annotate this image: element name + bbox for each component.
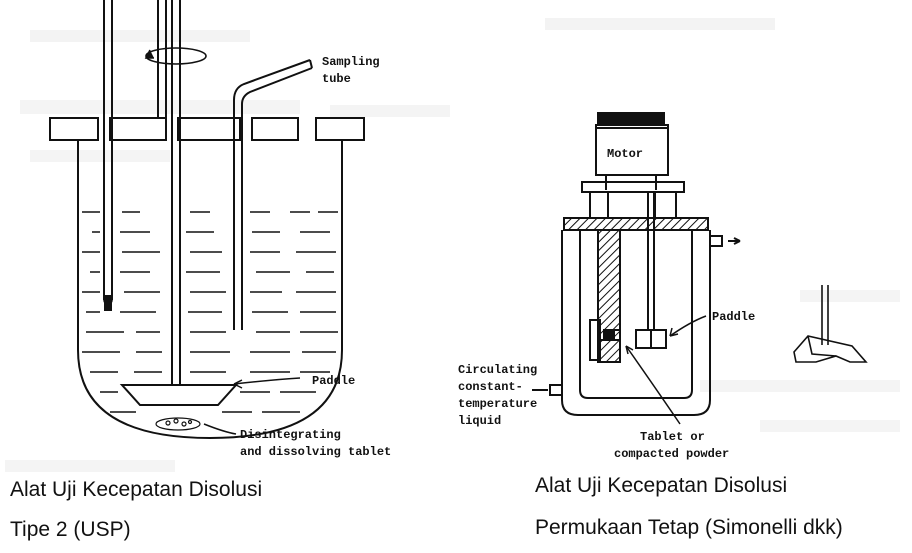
inner-vessel	[579, 230, 693, 399]
label-constant: constant-	[458, 380, 523, 394]
label-dissolving-tablet: and dissolving tablet	[240, 445, 391, 459]
leader-lines-left	[203, 377, 301, 435]
caption-left-line1: Alat Uji Kecepatan Disolusi	[10, 478, 263, 501]
leader-lines-right	[625, 315, 707, 425]
usp-apparatus-figure	[49, 0, 365, 440]
caption-left-line2: Tipe 2 (USP)	[10, 518, 131, 541]
liquid-level	[82, 211, 338, 413]
label-motor: Motor	[607, 147, 643, 161]
bleed-through-text	[5, 18, 900, 472]
label-disintegrating: Disintegrating	[240, 428, 341, 442]
label-tablet-or: Tablet or	[640, 430, 705, 444]
label-circulating: Circulating	[458, 363, 537, 377]
motor-housing	[595, 112, 669, 190]
rotation-arrow-icon	[144, 47, 207, 65]
fixed-surface-apparatus-figure	[532, 112, 868, 425]
dissolving-tablet	[155, 417, 201, 431]
svg-text:Sampling: Sampling	[322, 55, 380, 69]
left-labels: Sampling tube Paddle Disintegrating and …	[240, 55, 391, 459]
sampling-tube	[233, 59, 313, 330]
label-liquid: liquid	[458, 414, 501, 428]
caption-right-line1: Alat Uji Kecepatan Disolusi	[535, 474, 788, 497]
label-sampling: Sampling	[322, 55, 380, 69]
right-labels: Motor Paddle Circulating constant- tempe…	[458, 147, 755, 461]
thermometer	[103, 0, 113, 311]
label-paddle-left: Paddle	[312, 374, 355, 388]
vessel-body	[77, 140, 343, 440]
svg-text:tube: tube	[322, 72, 351, 86]
support-frame	[581, 181, 685, 218]
jacket-pipes	[532, 235, 741, 396]
label-tube: tube	[322, 72, 351, 86]
sample-holder	[589, 229, 621, 363]
label-temperature: temperature	[458, 397, 537, 411]
label-paddle-right: Paddle	[712, 310, 755, 324]
hatched-lid	[563, 217, 709, 231]
water-jacket	[561, 230, 711, 416]
label-compacted-powder: compacted powder	[614, 447, 729, 461]
caption-right-line2: Permukaan Tetap (Simonelli dkk)	[535, 516, 843, 539]
paddle-detail-sketch	[793, 285, 868, 363]
paddle-assembly-right	[635, 192, 667, 349]
paddle-blade	[119, 384, 239, 406]
paddle-shaft	[157, 0, 181, 385]
vessel-lid	[49, 117, 365, 141]
